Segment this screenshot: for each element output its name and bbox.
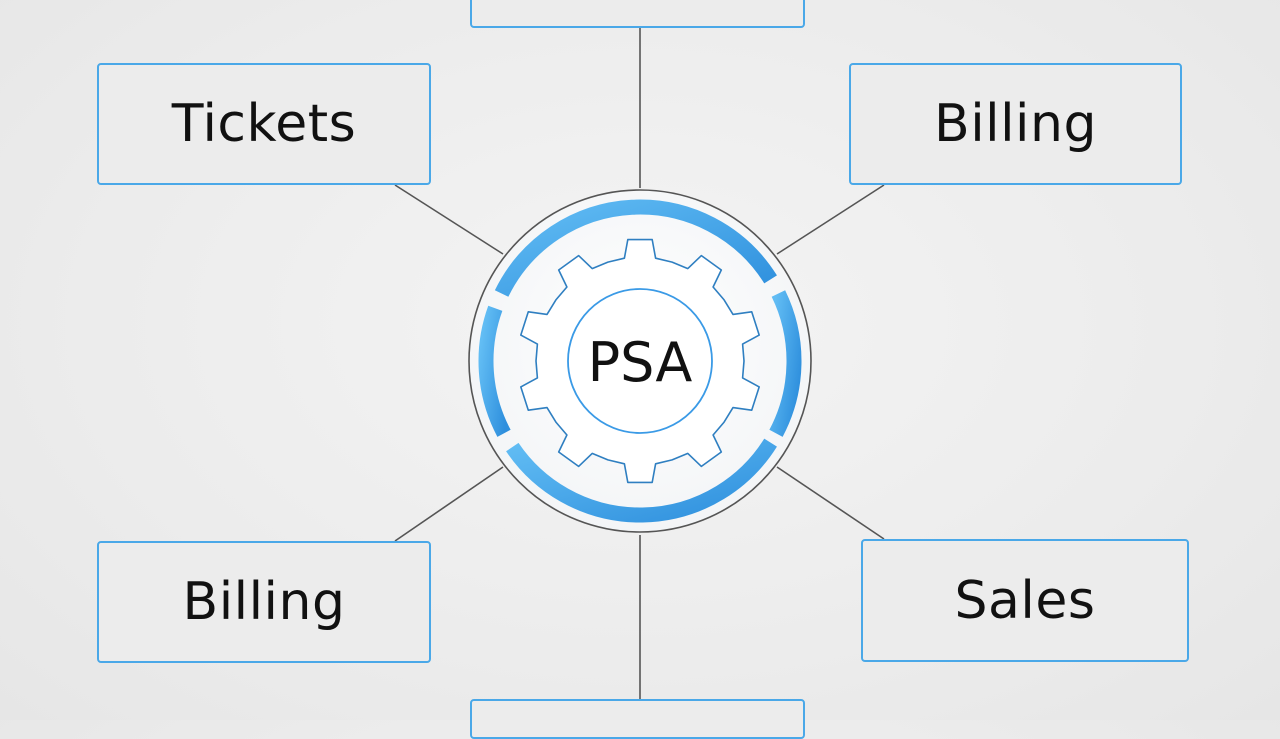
connector-bottom-right — [776, 466, 885, 540]
hub-ring — [478, 199, 802, 523]
ring-segment-right — [769, 290, 802, 437]
node-sales-label: Sales — [954, 570, 1096, 631]
ring-segment-left — [478, 305, 511, 437]
node-billing-top-label: Billing — [934, 94, 1097, 154]
node-billing-bottom[interactable]: Billing — [97, 541, 431, 663]
node-top[interactable] — [470, 0, 805, 28]
node-tickets[interactable]: Tickets — [97, 63, 431, 185]
node-billing-bottom-label: Billing — [182, 572, 346, 632]
node-tickets-label: Tickets — [171, 94, 357, 154]
connector-top-right — [776, 184, 885, 255]
connector-bottom-left — [394, 466, 504, 542]
node-billing-top[interactable]: Billing — [849, 63, 1182, 185]
diagram-canvas — [394, 28, 885, 699]
ring-segment-top — [494, 199, 777, 297]
hub-label: PSA — [587, 330, 693, 394]
ring-segment-bottom — [506, 438, 777, 523]
hub-inner-circle — [567, 288, 713, 434]
node-sales[interactable]: Sales — [861, 539, 1189, 662]
node-bottom[interactable] — [470, 699, 805, 739]
connector-top-left — [394, 184, 504, 255]
